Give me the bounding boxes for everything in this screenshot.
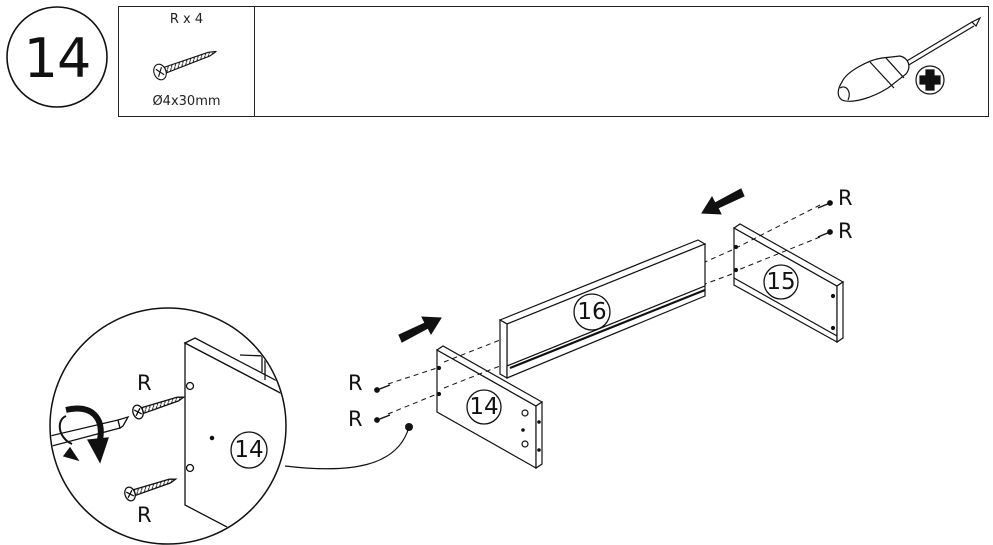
arrow-left-icon xyxy=(701,188,745,215)
zoom-panel-badge xyxy=(230,431,268,469)
screw-label-right-top: R xyxy=(838,186,853,210)
screw-part-cell xyxy=(118,6,255,117)
screw-label-right-bottom: R xyxy=(838,219,853,243)
alignment-lines xyxy=(387,204,821,415)
zoom-screw-label-top: R xyxy=(137,371,152,395)
panel-15-badge xyxy=(763,264,799,300)
screw-label-left-top: R xyxy=(348,371,363,395)
callout-dot xyxy=(405,423,413,431)
zoom-screw-label-bottom: R xyxy=(137,503,152,527)
panel-16-badge xyxy=(573,293,611,331)
arrow-right-icon xyxy=(398,316,442,343)
screw-size: Ø4x30mm xyxy=(152,94,221,109)
screw-right-top xyxy=(817,200,833,209)
screw-icon xyxy=(153,50,217,81)
panel-15-label: 15 xyxy=(766,269,796,295)
step-number: 14 xyxy=(23,27,92,90)
panel-14-badge xyxy=(466,389,502,425)
screw-left-top xyxy=(374,384,391,393)
step-number-circle xyxy=(6,6,108,108)
panel-14-label: 14 xyxy=(469,394,499,420)
zoom-panel-label: 14 xyxy=(234,437,264,463)
panel-16-label: 16 xyxy=(577,299,607,325)
zoom-detail xyxy=(49,307,287,545)
parts-list-box xyxy=(118,6,989,117)
phillips-screwdriver-icon xyxy=(837,16,982,102)
screw-count: R x 4 xyxy=(169,12,204,27)
callout-leader xyxy=(284,426,410,470)
screw-right-bottom xyxy=(817,229,833,238)
screw-left-bottom xyxy=(374,414,391,423)
screw-label-left-bottom: R xyxy=(348,407,363,431)
